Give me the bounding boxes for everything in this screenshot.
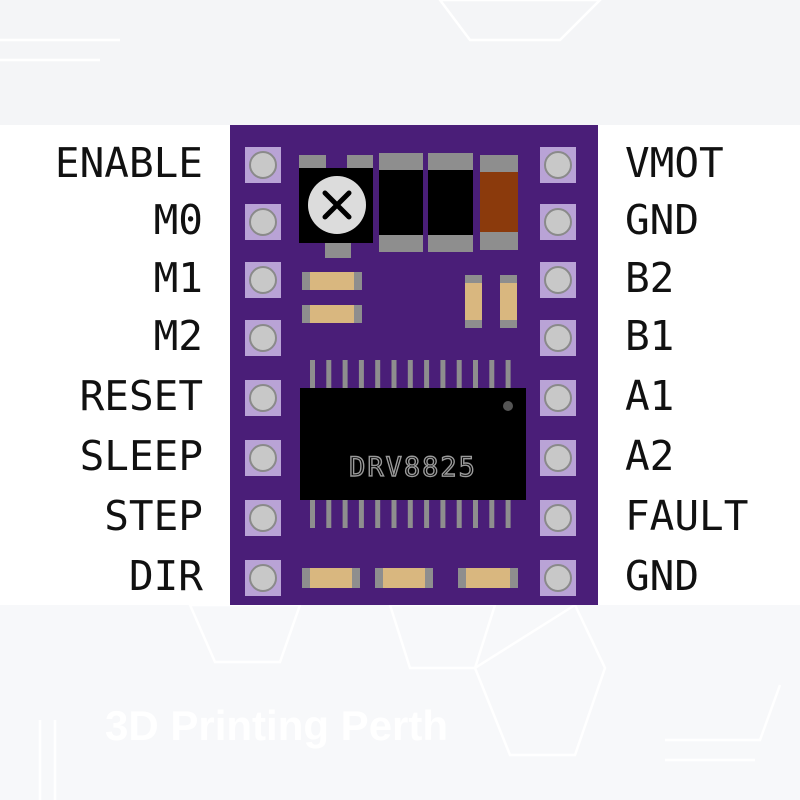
left-pin-pad: [245, 440, 281, 476]
driver-ic: DRV8825: [300, 360, 526, 528]
right-pin-pad: [540, 262, 576, 298]
right-pin-label: FAULT: [625, 492, 749, 540]
right-pin-pad: [540, 560, 576, 596]
left-pin-pad: [245, 204, 281, 240]
ic-pin: [326, 500, 332, 528]
potentiometer: [299, 155, 373, 258]
ic-pin: [456, 500, 462, 528]
ic-pin: [456, 360, 462, 388]
ic-pin: [424, 360, 430, 388]
ic-pin: [473, 360, 478, 388]
left-pin-label: M1: [153, 254, 203, 302]
left-pin-label: ENABLE: [54, 139, 203, 187]
left-pin-label: STEP: [104, 492, 203, 540]
ic-pin: [489, 360, 495, 388]
ic-pin: [375, 360, 381, 388]
right-pin-label: B2: [625, 254, 675, 302]
ic-pin: [505, 360, 511, 388]
cross-icon: [322, 190, 352, 220]
right-pin-pad: [540, 500, 576, 536]
ic-pin: [473, 500, 478, 528]
left-pin-pad: [245, 320, 281, 356]
ic-pin: [407, 360, 413, 388]
ic-pin: [342, 500, 348, 528]
right-pin-pad: [540, 204, 576, 240]
left-pin-label: RESET: [79, 372, 203, 420]
ic-pin: [440, 500, 446, 528]
right-pin-label: GND: [625, 196, 700, 244]
right-pin-pad: [540, 147, 576, 183]
right-pin-label: A1: [625, 372, 675, 420]
right-pin-label: VMOT: [625, 139, 724, 187]
left-pin-label: M2: [153, 312, 203, 360]
left-pin-label: M0: [153, 196, 203, 244]
ic-pin: [505, 500, 511, 528]
left-pin-pad: [245, 262, 281, 298]
resistors: [302, 272, 518, 588]
capacitors: [379, 153, 518, 252]
ic-pin: [310, 500, 315, 528]
ic-pin: [326, 360, 332, 388]
right-pin-label: B1: [625, 312, 675, 360]
watermark: 3D Printing Perth: [105, 702, 449, 749]
left-pin-pad: [245, 500, 281, 536]
ic-pin: [310, 360, 315, 388]
ic-pin: [342, 360, 348, 388]
ic-pin: [440, 360, 446, 388]
ic-pin: [358, 360, 364, 388]
ic-pin: [407, 500, 413, 528]
right-pin-pad: [540, 440, 576, 476]
right-pin-label: GND: [625, 552, 700, 600]
ic-pin: [391, 500, 397, 528]
right-pin-pad: [540, 380, 576, 416]
left-pin-pad: [245, 380, 281, 416]
left-pin-pad: [245, 560, 281, 596]
left-pin-label: DIR: [128, 552, 203, 600]
ic-pin: [375, 500, 381, 528]
right-pin-pad: [540, 320, 576, 356]
ic-pin: [424, 500, 430, 528]
left-pin-pad: [245, 147, 281, 183]
left-pin-label: SLEEP: [79, 432, 203, 480]
ic-pin: [489, 500, 495, 528]
ic-pin: [391, 360, 397, 388]
ic-pin: [358, 500, 364, 528]
right-pin-label: A2: [625, 432, 675, 480]
chip-label: DRV8825: [349, 452, 477, 483]
